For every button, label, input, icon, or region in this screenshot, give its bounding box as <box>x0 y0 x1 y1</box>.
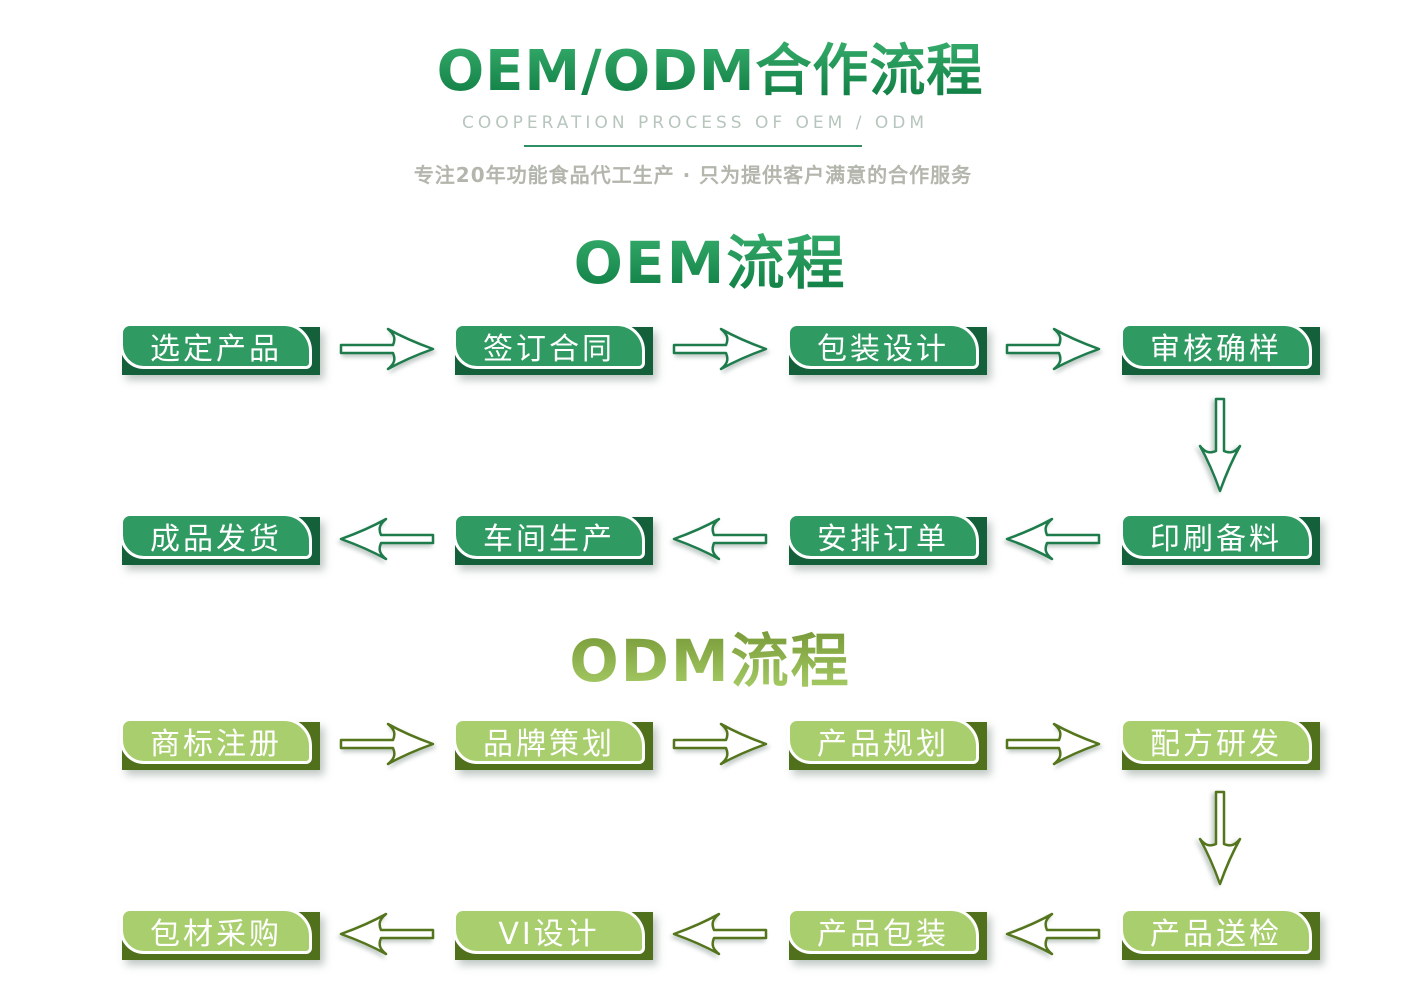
step-box-oem-8: 成品发货 <box>120 513 320 565</box>
arrow-right-icon <box>339 327 435 371</box>
step-label: 安排订单 <box>817 522 949 557</box>
step-label: VI设计 <box>498 917 600 952</box>
step-label: 商标注册 <box>150 727 282 762</box>
step-box-odm-8: 包材采购 <box>120 908 320 960</box>
step-label: 包装设计 <box>817 332 949 367</box>
step-label: 产品包装 <box>817 917 949 952</box>
step-box-odm-2: 品牌策划 <box>453 718 653 770</box>
arrow-left-icon <box>339 517 435 561</box>
arrow-left-icon <box>1005 912 1101 956</box>
oem-section-heading: OEM流程 <box>0 216 1420 300</box>
step-box-oem-6: 安排订单 <box>787 513 987 565</box>
step-box-oem-7: 车间生产 <box>453 513 653 565</box>
subtitle-divider <box>524 145 862 147</box>
step-box-oem-2: 签订合同 <box>453 323 653 375</box>
step-label: 配方研发 <box>1150 727 1282 762</box>
step-box-oem-4: 审核确样 <box>1120 323 1320 375</box>
step-box-odm-4: 配方研发 <box>1120 718 1320 770</box>
step-box-odm-1: 商标注册 <box>120 718 320 770</box>
arrow-left-icon <box>339 912 435 956</box>
step-label: 签订合同 <box>483 332 615 367</box>
arrow-right-icon <box>339 722 435 766</box>
step-label: 选定产品 <box>150 332 282 367</box>
step-box-oem-1: 选定产品 <box>120 323 320 375</box>
step-label: 成品发货 <box>150 522 282 557</box>
step-box-odm-6: 产品包装 <box>787 908 987 960</box>
step-box-odm-7: VI设计 <box>453 908 653 960</box>
arrow-left-icon <box>1005 517 1101 561</box>
page-subtitle: COOPERATION PROCESS OF OEM / ODM <box>461 113 929 133</box>
page-title: OEM/ODM合作流程 <box>0 26 1420 107</box>
step-label: 车间生产 <box>483 522 615 557</box>
step-label: 印刷备料 <box>1150 522 1282 557</box>
arrow-down-icon <box>1198 397 1242 493</box>
step-box-odm-5: 产品送检 <box>1120 908 1320 960</box>
step-label: 审核确样 <box>1150 332 1282 367</box>
arrow-right-icon <box>1005 327 1101 371</box>
step-label: 品牌策划 <box>483 727 615 762</box>
step-label: 包材采购 <box>150 917 282 952</box>
step-label: 产品送检 <box>1150 917 1282 952</box>
arrow-right-icon <box>1005 722 1101 766</box>
step-box-odm-3: 产品规划 <box>787 718 987 770</box>
arrow-left-icon <box>672 517 768 561</box>
arrow-right-icon <box>672 327 768 371</box>
step-box-oem-3: 包装设计 <box>787 323 987 375</box>
arrow-left-icon <box>672 912 768 956</box>
step-box-oem-5: 印刷备料 <box>1120 513 1320 565</box>
arrow-right-icon <box>672 722 768 766</box>
arrow-down-icon <box>1198 790 1242 886</box>
step-label: 产品规划 <box>817 727 949 762</box>
odm-section-heading: ODM流程 <box>0 614 1420 698</box>
page-tagline: 专注20年功能食品代工生产 · 只为提供客户满意的合作服务 <box>413 163 973 187</box>
